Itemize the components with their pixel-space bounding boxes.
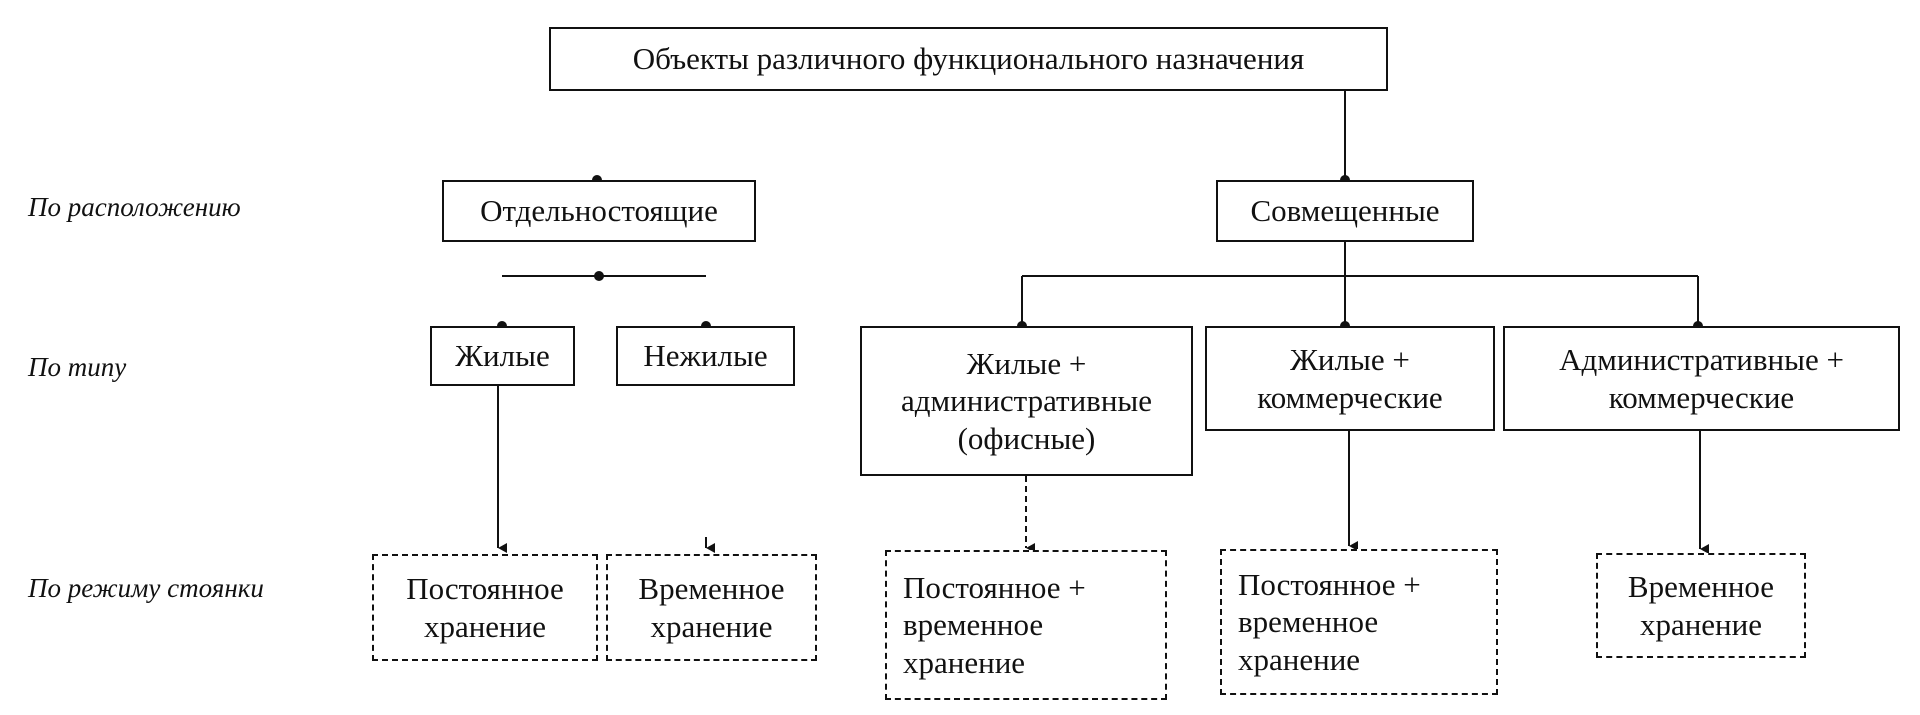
node-residential-admin-label: Жилые + административные (офисные) [900, 346, 1152, 456]
node-temporary-storage-2: Временное хранение [1596, 553, 1806, 658]
node-temporary-storage: Временное хранение [606, 554, 817, 661]
node-standalone: Отдельностоящие [442, 180, 756, 242]
node-permanent-temporary-storage-2-label: Постоянное + временное хранение [1238, 567, 1421, 677]
node-permanent-temporary-storage-1: Постоянное + временное хранение [885, 550, 1167, 700]
node-non-residential: Нежилые [616, 326, 795, 386]
node-combined-label: Совмещенные [1250, 193, 1440, 229]
node-standalone-label: Отдельностоящие [480, 193, 718, 229]
root-node: Объекты различного функционального назна… [549, 27, 1388, 91]
junction-dot [594, 271, 604, 281]
node-residential-label: Жилые [455, 338, 550, 374]
node-permanent-temporary-storage-2: Постоянное + временное хранение [1220, 549, 1498, 695]
node-admin-commercial-label: Административные + коммерческие [1559, 342, 1844, 415]
node-temporary-storage-2-label: Временное хранение [1627, 569, 1775, 642]
node-permanent-temporary-storage-1-label: Постоянное + временное хранение [903, 570, 1086, 680]
node-residential-admin: Жилые + административные (офисные) [860, 326, 1193, 476]
node-non-residential-label: Нежилые [643, 338, 768, 374]
node-residential: Жилые [430, 326, 575, 386]
node-admin-commercial: Административные + коммерческие [1503, 326, 1900, 431]
row-label-type: По типу [28, 352, 127, 382]
node-permanent-storage: Постоянное хранение [372, 554, 598, 661]
root-label: Объекты различного функционального назна… [632, 41, 1305, 77]
node-residential-commercial-label: Жилые + коммерческие [1257, 342, 1443, 415]
node-combined: Совмещенные [1216, 180, 1474, 242]
node-temporary-storage-label: Временное хранение [638, 571, 785, 644]
row-label-location: По расположению [28, 192, 241, 222]
node-permanent-storage-label: Постоянное хранение [406, 571, 564, 644]
node-residential-commercial: Жилые + коммерческие [1205, 326, 1495, 431]
row-label-parking-mode: По режиму стоянки [28, 573, 264, 603]
